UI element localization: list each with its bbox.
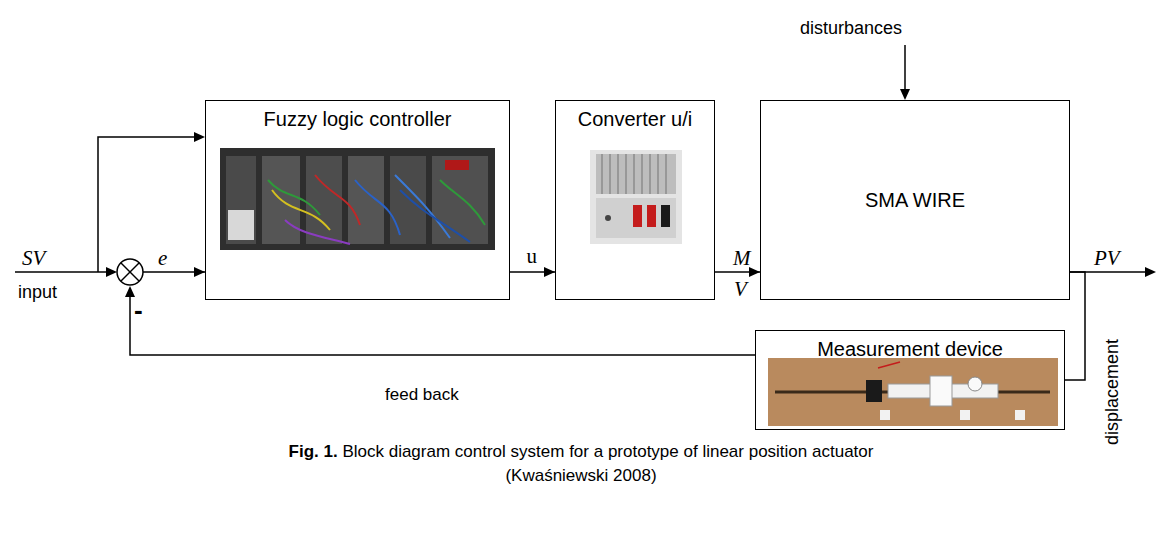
- box-title: Converter u/i: [578, 107, 693, 131]
- input-wires: [15, 45, 1147, 272]
- edge-label: u: [527, 244, 538, 268]
- measurement-photo: [768, 358, 1058, 426]
- box-title: SMA WIRE: [865, 188, 965, 212]
- signal-connector: [1065, 272, 1085, 380]
- controller-box: Fuzzy logic controller: [205, 100, 510, 300]
- sma-wire-box: SMA WIRE: [760, 100, 1070, 300]
- output-label: displacement: [1102, 339, 1123, 445]
- signal-name: PV: [1094, 246, 1120, 270]
- box-title: Fuzzy logic controller: [264, 107, 452, 131]
- signal-name: M: [733, 246, 751, 270]
- summing-junction: [117, 259, 143, 285]
- plc-photo: [220, 148, 495, 250]
- input-label: input: [18, 282, 57, 303]
- signal-connector: [715, 271, 760, 273]
- minus-sign: -: [134, 296, 143, 326]
- measurement-box: Measurement device: [755, 330, 1065, 430]
- signal-connector: [510, 271, 555, 273]
- edge-label: feed back: [385, 385, 459, 405]
- box-title: Measurement device: [817, 337, 1003, 361]
- signal-name: e: [158, 246, 167, 270]
- disturbance-label: disturbances: [800, 18, 902, 39]
- arrowheads: [106, 89, 1156, 297]
- caption-source: (Kwaśniewski 2008): [0, 466, 1162, 486]
- signal-connector: [130, 272, 755, 355]
- figure-caption: Fig. 1. Block diagram control system for…: [0, 442, 1162, 462]
- signal-name: SV: [22, 246, 45, 270]
- converter-box: Converter u/i: [555, 100, 715, 300]
- signal-name: V: [734, 277, 747, 301]
- converter-photo: [590, 150, 682, 244]
